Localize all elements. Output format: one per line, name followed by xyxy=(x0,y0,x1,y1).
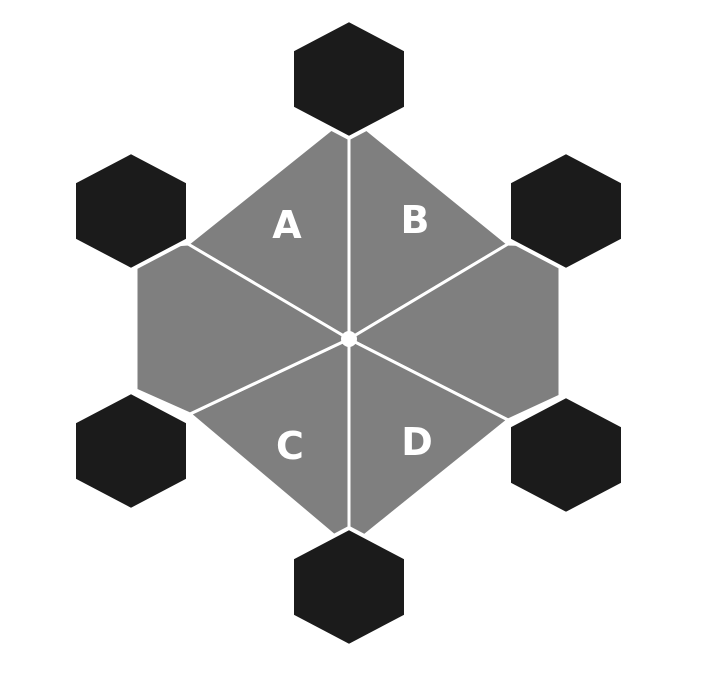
sector-labels: A B C D xyxy=(272,198,432,468)
outer-hexagon-top-right xyxy=(507,150,625,272)
outer-hexagon-top-left xyxy=(72,150,190,272)
sector-label-b: B xyxy=(401,198,430,242)
central-hexagon xyxy=(134,113,562,550)
sector-left xyxy=(134,242,351,416)
outer-hexagons xyxy=(72,18,625,648)
outer-hexagon-bottom-left xyxy=(72,390,190,512)
outer-hexagon-top xyxy=(290,18,408,140)
center-dot xyxy=(341,331,357,347)
sector-label-d: D xyxy=(401,420,433,464)
outer-hexagon-bottom-right xyxy=(507,394,625,516)
sector-label-a: A xyxy=(272,203,302,247)
sector-label-c: C xyxy=(276,424,304,468)
outer-hexagon-bottom xyxy=(290,526,408,648)
